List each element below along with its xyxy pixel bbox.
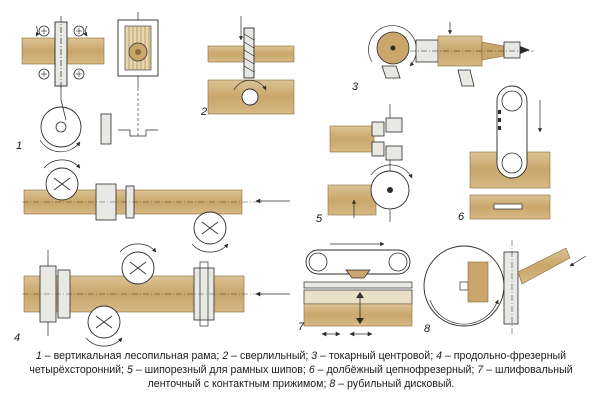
scheme-6-chain-mortiser: 6 bbox=[458, 85, 551, 223]
caption-num-8: 8 bbox=[329, 378, 336, 390]
scheme-3-lathe: 3 bbox=[352, 22, 534, 93]
caption-num-5: 5 bbox=[126, 364, 133, 376]
scheme-8-disc-chipper: 8 bbox=[423, 240, 587, 335]
caption-num-2: 2 bbox=[222, 350, 229, 362]
scheme-label-5: 5 bbox=[316, 213, 323, 225]
caption-text-6: – долбёжный цепнофрезерный; bbox=[314, 364, 478, 376]
caption-num-1: 1 bbox=[35, 350, 42, 362]
caption-text-5: – шипорезный для рамных шипов; bbox=[132, 364, 309, 376]
scheme-1-sawmill-frame: 1 bbox=[16, 12, 159, 153]
side-post bbox=[100, 113, 112, 145]
scheme-7-belt-sander: 7 bbox=[298, 241, 413, 337]
figure-caption: 1 – вертикальная лесопильная рама; 2 – с… bbox=[14, 349, 588, 391]
caption-num-3: 3 bbox=[311, 350, 318, 362]
chipper-log bbox=[467, 261, 489, 303]
scheme-label-2: 2 bbox=[200, 106, 207, 118]
scheme-2-drilling: 2 bbox=[200, 16, 295, 118]
caption-text-4: – продольно-фрезерный четырёхсторонний; bbox=[29, 350, 567, 376]
caption-num-7: 7 bbox=[477, 364, 484, 376]
caption-text-2: – сверлильный; bbox=[228, 350, 312, 362]
chain-bar bbox=[496, 85, 528, 179]
tenon-workpiece bbox=[329, 125, 375, 153]
caption-text-3: – токарный центровой; bbox=[317, 350, 437, 362]
scheme-4-plan-view: 4 bbox=[14, 243, 290, 347]
scheme-label-8: 8 bbox=[424, 323, 431, 335]
scheme-label-1: 1 bbox=[16, 140, 22, 152]
scheme-label-7: 7 bbox=[298, 321, 305, 333]
caption-text-1: – вертикальная лесопильная рама; bbox=[41, 350, 223, 362]
scheme-label-6: 6 bbox=[458, 211, 465, 223]
caption-text-7: – шлифовальный ленточный с контактным пр… bbox=[147, 364, 573, 390]
scheme-label-3: 3 bbox=[352, 81, 359, 93]
caption-num-4: 4 bbox=[436, 350, 443, 362]
scheme-4-four-sided-planer bbox=[22, 159, 290, 253]
caption-text-8: – рубильный дисковый. bbox=[335, 378, 455, 390]
scheme-label-4: 4 bbox=[14, 332, 20, 344]
scheme-5-tenoner: 5 bbox=[316, 104, 413, 225]
caption-num-6: 6 bbox=[308, 364, 315, 376]
